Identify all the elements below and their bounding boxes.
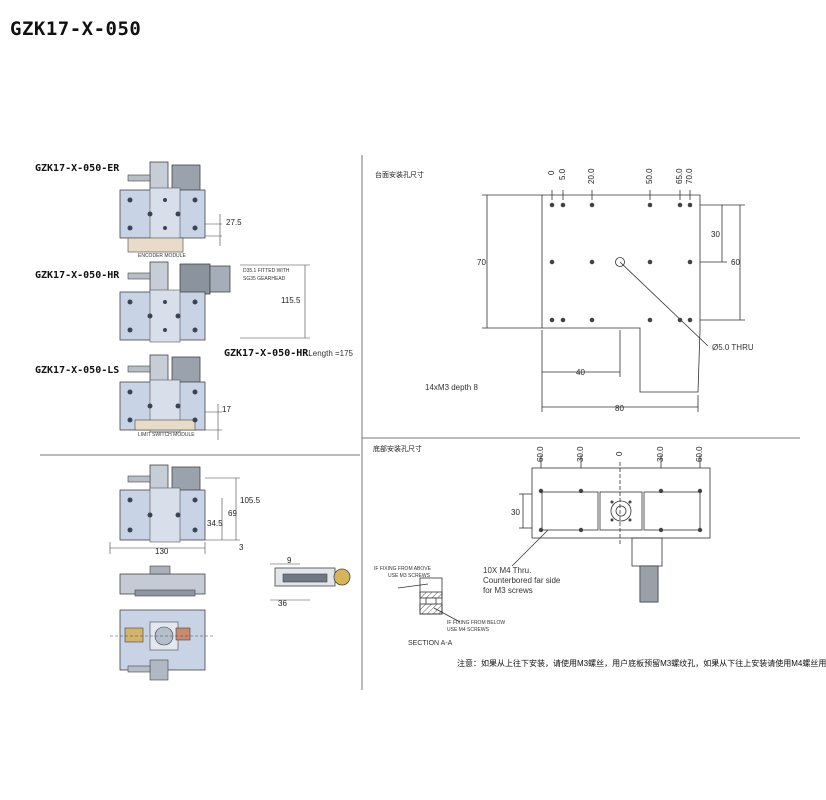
top-dim-30: 30	[711, 230, 720, 239]
footer-note: 注意：如果从上往下安装，请使用M3螺丝，用户底板预留M3螺纹孔，如果从下往上安装…	[457, 659, 826, 668]
bottom-mount-heading: 底部安装孔尺寸	[373, 446, 422, 453]
top-mount-heading: 台面安装孔尺寸	[375, 172, 424, 179]
fix-below-line2: USE M4 SCREWS	[447, 627, 489, 633]
top-mount-holes	[549, 202, 693, 323]
page-title: GZK17-X-050	[10, 18, 142, 40]
stage-ls	[119, 354, 222, 440]
bottom-tick-60-left: 60.0	[536, 446, 545, 462]
dim-end-9: 9	[287, 556, 292, 565]
bottom-dim-30: 30	[511, 508, 520, 517]
bottom-tick-60-right: 60.0	[695, 446, 704, 462]
dim-hr: 115.5	[281, 296, 301, 305]
stage-end-view	[270, 563, 351, 601]
top-tick-65: 65.0	[675, 168, 684, 184]
m4-label-line3: for M3 screws	[483, 586, 533, 595]
stage-bottom-view	[110, 609, 215, 681]
top-tick-70: 70.0	[685, 168, 694, 184]
m4-label-line2: Counterbored far side	[483, 576, 561, 585]
dim-end-36: 36	[278, 599, 287, 608]
hr-length-model: GZK17-X-050-HR	[224, 348, 309, 359]
bottom-tick-0: 0	[615, 451, 624, 456]
dim-main-height: 105.5	[240, 496, 261, 505]
hr-length-text: Length =175	[308, 349, 354, 358]
section-a-a-label: SECTION A-A	[408, 640, 453, 647]
top-tick-50: 50.0	[645, 168, 654, 184]
m4-label-line1: 10X M4 Thru.	[483, 566, 532, 575]
variant-ls-label: GZK17-X-050-LS	[35, 365, 120, 376]
bottom-mount-drawing	[511, 455, 711, 603]
gearhead-note-line2: SG35 GEARHEAD	[243, 276, 286, 282]
dim-main-3: 3	[239, 543, 244, 552]
bottom-tick-30-left: 30.0	[576, 446, 585, 462]
screw-label: 14xM3 depth 8	[425, 383, 478, 392]
dim-main-69: 69	[228, 509, 237, 518]
top-tick-0: 0	[547, 170, 556, 175]
variant-er-label: GZK17-X-050-ER	[35, 163, 120, 174]
dim-main-width: 130	[155, 547, 169, 556]
fix-below-line1: IF FIXING FROM BELOW	[447, 620, 506, 626]
bottom-mount-grey-block	[639, 565, 659, 603]
top-dim-70: 70	[477, 258, 486, 267]
technical-drawing	[40, 155, 800, 690]
top-dim-80: 80	[615, 404, 624, 413]
stage-side-view	[119, 565, 206, 597]
stage-er	[119, 161, 222, 253]
encoder-module-label: ENCODER MODULE	[138, 253, 186, 259]
variant-hr-label: GZK17-X-050-HR	[35, 270, 120, 281]
section-a-a-drawing	[397, 577, 461, 623]
thru-label: Ø5.0 THRU	[712, 343, 754, 352]
stage-hr	[119, 261, 310, 343]
bottom-tick-30-right: 30.0	[656, 446, 665, 462]
fix-above-line1: IF FIXING FROM ABOVE	[374, 566, 431, 572]
limit-switch-module-label: LIMIT SWITCH MODULE	[138, 432, 195, 438]
top-dim-40: 40	[576, 368, 585, 377]
fix-above-line2: USE M3 SCREWS	[388, 573, 430, 579]
top-dim-60: 60	[731, 258, 740, 267]
bottom-mount-holes	[538, 488, 703, 533]
top-tick-20: 20.0	[587, 168, 596, 184]
dim-ls: 17	[222, 405, 231, 414]
top-tick-5: 5.0	[558, 168, 567, 180]
dim-er: 27.5	[226, 218, 242, 227]
gearhead-note-line1: D35.1 FITTED WITH	[243, 268, 290, 274]
hr-length-note: GZK17-X-050-HRLength =175	[224, 343, 353, 361]
top-mount-drawing	[482, 190, 745, 412]
stage-main-top-view	[109, 464, 240, 554]
dim-main-34-5: 34.5	[207, 519, 223, 528]
